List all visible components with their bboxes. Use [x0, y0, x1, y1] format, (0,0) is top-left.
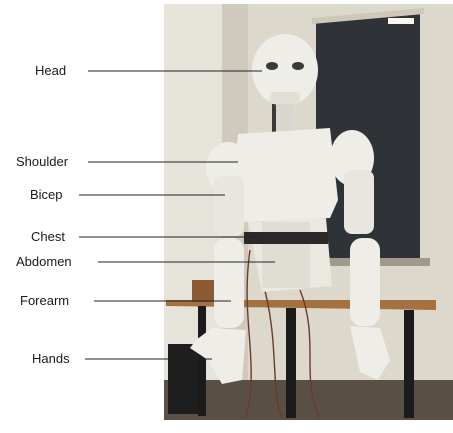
ceiling-light: [388, 18, 414, 24]
robot-forearm-left: [214, 238, 244, 328]
robot-head: [252, 34, 318, 106]
robot-abdomen-core: [262, 222, 310, 288]
window-frame: [312, 8, 424, 24]
label-abdomen: Abdomen: [16, 254, 72, 269]
box-on-table: [192, 280, 218, 302]
robot-forearm-right: [350, 238, 380, 326]
label-forearm: Forearm: [20, 293, 70, 308]
chair: [168, 344, 198, 414]
robot-eye-right: [292, 62, 304, 70]
label-head: Head: [35, 63, 67, 78]
robot-chest: [232, 128, 338, 222]
table-leg-right: [404, 310, 414, 418]
cables: [245, 249, 321, 419]
support-pole: [272, 104, 278, 144]
table-leg-far: [198, 306, 206, 416]
robot-jaw: [270, 92, 300, 104]
label-hands: Hands: [32, 351, 70, 366]
robot-eye-left: [266, 62, 278, 70]
robot-bicep-left: [214, 176, 244, 236]
robot-hand-left: [190, 328, 246, 384]
label-chest: Chest: [31, 229, 65, 244]
label-bicep: Bicep: [30, 187, 63, 202]
label-shoulder: Shoulder: [16, 154, 69, 169]
window: [316, 10, 420, 262]
robot-neck: [276, 104, 294, 132]
table-leg-left: [286, 308, 296, 418]
robot-black-band: [244, 232, 328, 244]
robot-hand-right: [350, 326, 390, 380]
robot-bicep-right: [344, 170, 374, 234]
